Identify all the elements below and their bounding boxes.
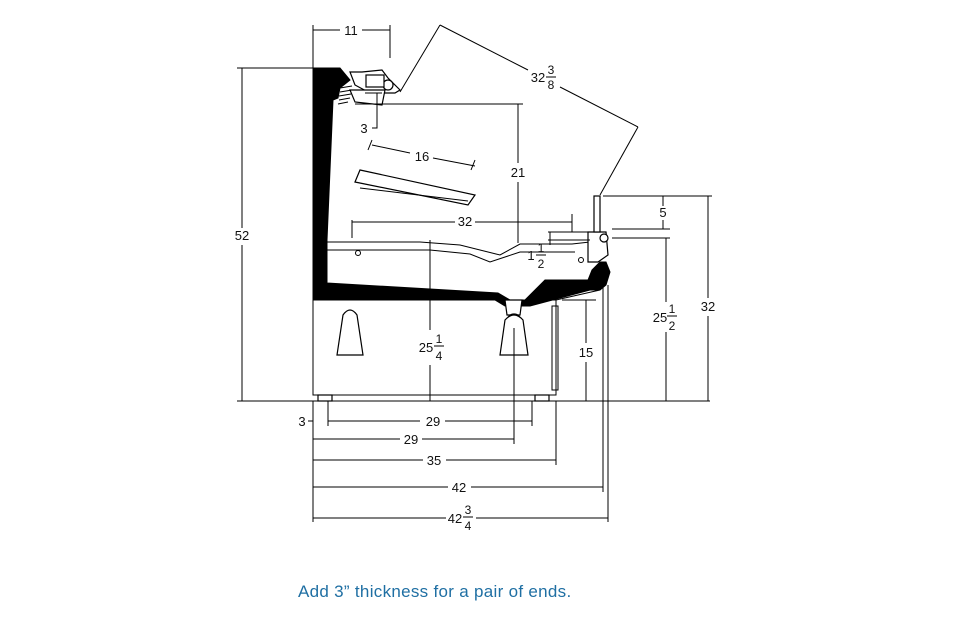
dim-front-height-den: 2	[669, 319, 676, 333]
dim-deck-depth: 32	[458, 214, 472, 229]
dim-overall-depth-num: 3	[465, 503, 472, 517]
dim-top-height: 21	[511, 165, 525, 180]
dim-diagonal-num: 3	[548, 63, 555, 77]
front-grille	[551, 305, 559, 391]
dimension-lines	[237, 24, 712, 522]
dim-deck-thick-num: 1	[538, 241, 545, 255]
rear-leg	[317, 394, 333, 402]
canopy-light-clip	[365, 74, 385, 88]
dim-diagonal-whole: 32	[531, 70, 545, 85]
dim-rail-height: 5	[659, 205, 666, 220]
dim-deck-thick-den: 2	[538, 257, 545, 271]
dim-drain-position: 29	[404, 432, 418, 447]
dim-overall-height: 52	[235, 228, 249, 243]
dim-front-height-num: 1	[669, 302, 676, 316]
drain-fitting	[504, 299, 523, 316]
dim-overall-depth-den: 4	[465, 519, 472, 533]
dim-shelf-depth: 16	[415, 149, 429, 164]
dim-front-overall-height: 32	[701, 299, 715, 314]
dim-case-depth: 42	[452, 480, 466, 495]
dim-base-depth: 35	[427, 453, 441, 468]
dim-deck-height-whole: 25	[419, 340, 433, 355]
dim-deck-height-den: 4	[436, 349, 443, 363]
dim-overall-depth-whole: 42	[448, 511, 462, 526]
dim-deck-height-num: 1	[436, 332, 443, 346]
dim-leg-inset: 3	[298, 414, 305, 429]
dim-base-height: 15	[579, 345, 593, 360]
case-body	[237, 67, 710, 402]
dim-front-height-whole: 25	[653, 310, 667, 325]
front-leg	[534, 394, 550, 402]
deck-pan	[327, 241, 591, 256]
dim-shelf-drop: 3	[360, 121, 367, 136]
front-rail-post	[593, 195, 601, 233]
upper-light-fixture	[349, 89, 386, 106]
kickplate-cutout-left	[336, 309, 364, 356]
dim-base-leg-span: 29	[426, 414, 440, 429]
dim-top-width: 11	[344, 23, 358, 38]
thickness-note: Add 3” thickness for a pair of ends.	[298, 582, 572, 601]
dim-diagonal-den: 8	[548, 78, 555, 92]
rear-wall-insulation	[312, 67, 611, 307]
dim-deck-thick-whole: 1	[527, 248, 534, 263]
dimension-labels: 11 32 3 8 3 16 21 32 1 1 2 52 5 25 1 2 3…	[235, 23, 715, 533]
display-shelf	[354, 169, 477, 206]
